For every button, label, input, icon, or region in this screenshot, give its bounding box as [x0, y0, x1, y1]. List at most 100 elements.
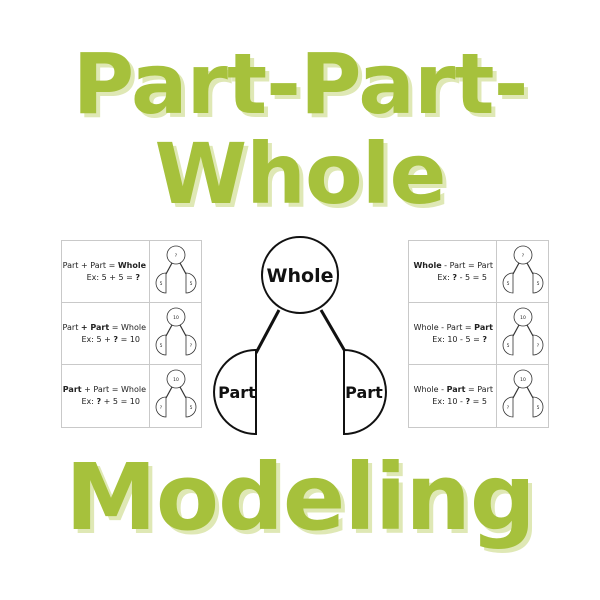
- mini-right-half: [185, 396, 197, 418]
- mini-whole-value: 10: [173, 377, 179, 383]
- mini-left-line: [512, 386, 520, 399]
- equation-segment: + Part: [80, 323, 110, 332]
- mini-right-line: [179, 386, 187, 399]
- example-segment: Ex:: [437, 273, 453, 282]
- equation-segment: Part: [62, 261, 79, 270]
- right-connector-line: [319, 309, 348, 354]
- mini-left-half: [502, 272, 514, 294]
- mini-left-line: [512, 262, 520, 275]
- mini-whole-value: ?: [522, 253, 525, 259]
- example-segment: = 5: [470, 397, 487, 406]
- example-segment: ?: [135, 273, 140, 282]
- equation: Whole - Part = Part: [414, 322, 493, 334]
- mini-left-half: [155, 272, 167, 294]
- title-line-3: Modeling: [65, 444, 535, 551]
- whole-circle: [261, 236, 339, 314]
- example-segment: Ex: 5 + 5 =: [86, 273, 136, 282]
- mini-right-line: [179, 324, 187, 337]
- example-segment: Ex:: [81, 397, 97, 406]
- equation-segment: Whole: [117, 261, 146, 270]
- mini-left-value: ?: [507, 405, 510, 411]
- mini-diagram: ? 5 5: [502, 245, 544, 294]
- equation-segment: + Part =: [78, 261, 118, 270]
- example: Ex: ? + 5 = 10: [81, 396, 146, 408]
- example-segment: Ex: 10 -: [432, 397, 466, 406]
- mini-whole-circle: [166, 245, 186, 265]
- mini-left-half: [502, 334, 514, 356]
- mini-left-line: [165, 386, 173, 399]
- mini-whole-value: 10: [173, 315, 179, 321]
- left-connector-line: [254, 309, 281, 354]
- example-segment: - 5 = 5: [457, 273, 487, 282]
- title-line-1: Part-Part-: [72, 35, 529, 133]
- equation-segment: Part: [446, 385, 466, 394]
- mini-right-half: [532, 272, 544, 294]
- mini-left-half: [155, 396, 167, 418]
- mini-left-line: [165, 324, 173, 337]
- whole-label: Whole: [267, 265, 334, 287]
- mini-left-value: ?: [160, 405, 163, 411]
- example-segment: ?: [452, 273, 458, 282]
- mini-diagram: 105?: [502, 307, 544, 356]
- mini-right-value: 5: [537, 405, 540, 411]
- mini-diagram: 10? 5: [155, 369, 197, 418]
- mini-right-half: [185, 334, 197, 356]
- mini-whole-circle: [166, 307, 186, 327]
- right-part-half-circle: [343, 348, 387, 436]
- example-segment: Ex: 10 - 5 =: [432, 335, 483, 344]
- equation-segment: Whole: [413, 261, 442, 270]
- mini-right-half: [185, 272, 197, 294]
- mini-right-value: 5: [190, 405, 193, 411]
- title-line-2: Whole: [154, 125, 447, 223]
- mini-diagram: 10?5: [502, 369, 544, 418]
- mini-left-value: 5: [160, 343, 163, 349]
- equation-segment: Part: [62, 323, 81, 332]
- example-segment: + 5 = 10: [101, 397, 140, 406]
- example: Ex: 5 + 5 = ?: [87, 272, 146, 284]
- mini-diagram: ? 5 5: [155, 245, 197, 294]
- mini-whole-value: 10: [520, 315, 526, 321]
- mini-whole-circle: [166, 369, 186, 389]
- mini-right-line: [526, 262, 534, 275]
- mini-right-value: 5: [190, 281, 193, 287]
- mini-left-half: [502, 396, 514, 418]
- example-segment: = 10: [118, 335, 140, 344]
- mini-whole-circle: [513, 369, 533, 389]
- left-part-label: Part: [218, 383, 256, 402]
- equation: Part + Part = Whole: [63, 322, 146, 334]
- example: Ex: 10 - ? = 5: [432, 396, 493, 408]
- mini-right-line: [526, 386, 534, 399]
- example: Ex: 5 + ? = 10: [81, 334, 146, 346]
- equation-segment: Part: [62, 385, 82, 394]
- equation-segment: Whole - Part =: [413, 323, 475, 332]
- mini-left-line: [165, 262, 173, 275]
- equation: Whole - Part = Part: [413, 260, 493, 272]
- mini-whole-circle: [513, 245, 533, 265]
- example-segment: ?: [465, 397, 471, 406]
- mini-right-line: [526, 324, 534, 337]
- equation-segment: Part: [474, 323, 493, 332]
- mini-left-half: [155, 334, 167, 356]
- equation-segment: = Part: [465, 385, 493, 394]
- equation: Part + Part = Whole: [63, 260, 146, 272]
- mini-right-half: [532, 396, 544, 418]
- example-segment: Ex: 5 +: [81, 335, 114, 344]
- mini-left-value: 5: [160, 281, 163, 287]
- mini-whole-value: ?: [175, 253, 178, 259]
- mini-right-value: 5: [537, 281, 540, 287]
- example-segment: ?: [96, 397, 102, 406]
- mini-whole-circle: [513, 307, 533, 327]
- example: Ex: ? - 5 = 5: [437, 272, 493, 284]
- equation-segment: Whole -: [413, 385, 447, 394]
- mini-left-line: [512, 324, 520, 337]
- mini-left-value: 5: [507, 281, 510, 287]
- example-segment: ?: [113, 335, 119, 344]
